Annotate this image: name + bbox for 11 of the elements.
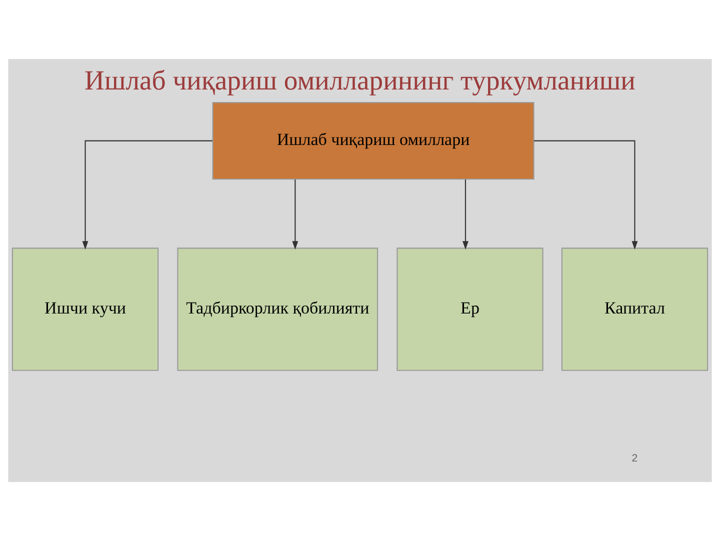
arrow xyxy=(82,140,212,250)
diagram-title: Ишлаб чиқариш омилларининг туркумланиши xyxy=(84,64,636,96)
arrow xyxy=(292,178,298,250)
node-box: Ишчи кучи xyxy=(12,247,159,370)
arrow xyxy=(462,178,468,250)
node-box: Ер xyxy=(396,247,544,370)
arrow xyxy=(534,140,638,250)
node-box: Капитал xyxy=(561,247,708,370)
node-box: Ишлаб чиқариш омиллари xyxy=(212,102,534,180)
node-box: Тадбиркорлик қобилияти xyxy=(177,247,378,370)
label: 2 xyxy=(632,452,638,464)
